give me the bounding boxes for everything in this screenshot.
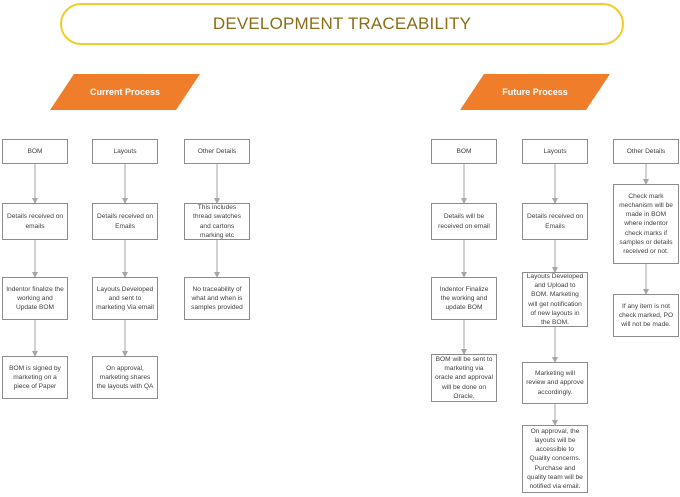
current-layouts-step-2: Layouts Developed and sent to marketing … [92, 277, 158, 320]
future-bom-step-3: BOM will be sent to marketing via oracle… [431, 354, 497, 402]
current-process-label: Current Process [89, 87, 161, 97]
current-other-step-2: No traceability of what and when is samp… [184, 277, 250, 320]
future-layouts-step-2: Layouts Developed and Upload to BOM. Mar… [522, 272, 588, 327]
future-layouts-step-3: Marketing will review and approve accord… [522, 362, 588, 404]
future-layouts-step-1: Details received on Emails [522, 203, 588, 240]
title-pill: DEVELOPMENT TRACEABILITY [60, 3, 624, 45]
future-process-banner: Future Process [460, 74, 610, 110]
future-bom-step-1: Details will be received on email [431, 203, 497, 240]
current-bom-header: BOM [2, 139, 68, 164]
future-layouts-step-4: On approval, the layouts will be accessi… [522, 425, 588, 493]
future-bom-header: BOM [431, 139, 497, 164]
current-other-header: Other Details [184, 139, 250, 164]
current-bom-step-3: BOM is signed by marketing on a piece of… [2, 356, 68, 399]
future-bom-step-2: Indentor Finalize the working and update… [431, 277, 497, 320]
future-layouts-header: Layouts [522, 139, 588, 164]
future-other-step-2: If any item is not check marked, PO will… [613, 294, 679, 337]
current-layouts-step-1: Details received on Emails [92, 203, 158, 240]
current-process-banner: Current Process [50, 74, 200, 110]
future-process-label: Future Process [502, 87, 568, 97]
current-bom-step-2: Indentor finalize the working and Update… [2, 277, 68, 320]
future-other-step-1: Check mark mechanism will be made in BOM… [613, 184, 679, 264]
future-other-header: Other Details [613, 139, 679, 164]
current-layouts-header: Layouts [92, 139, 158, 164]
current-bom-step-1: Details received on emails [2, 203, 68, 240]
current-layouts-step-3: On approval, marketing shares the layout… [92, 356, 158, 399]
diagram-title: DEVELOPMENT TRACEABILITY [212, 14, 472, 33]
current-other-step-1: This includes thread swatches and carton… [184, 203, 250, 240]
